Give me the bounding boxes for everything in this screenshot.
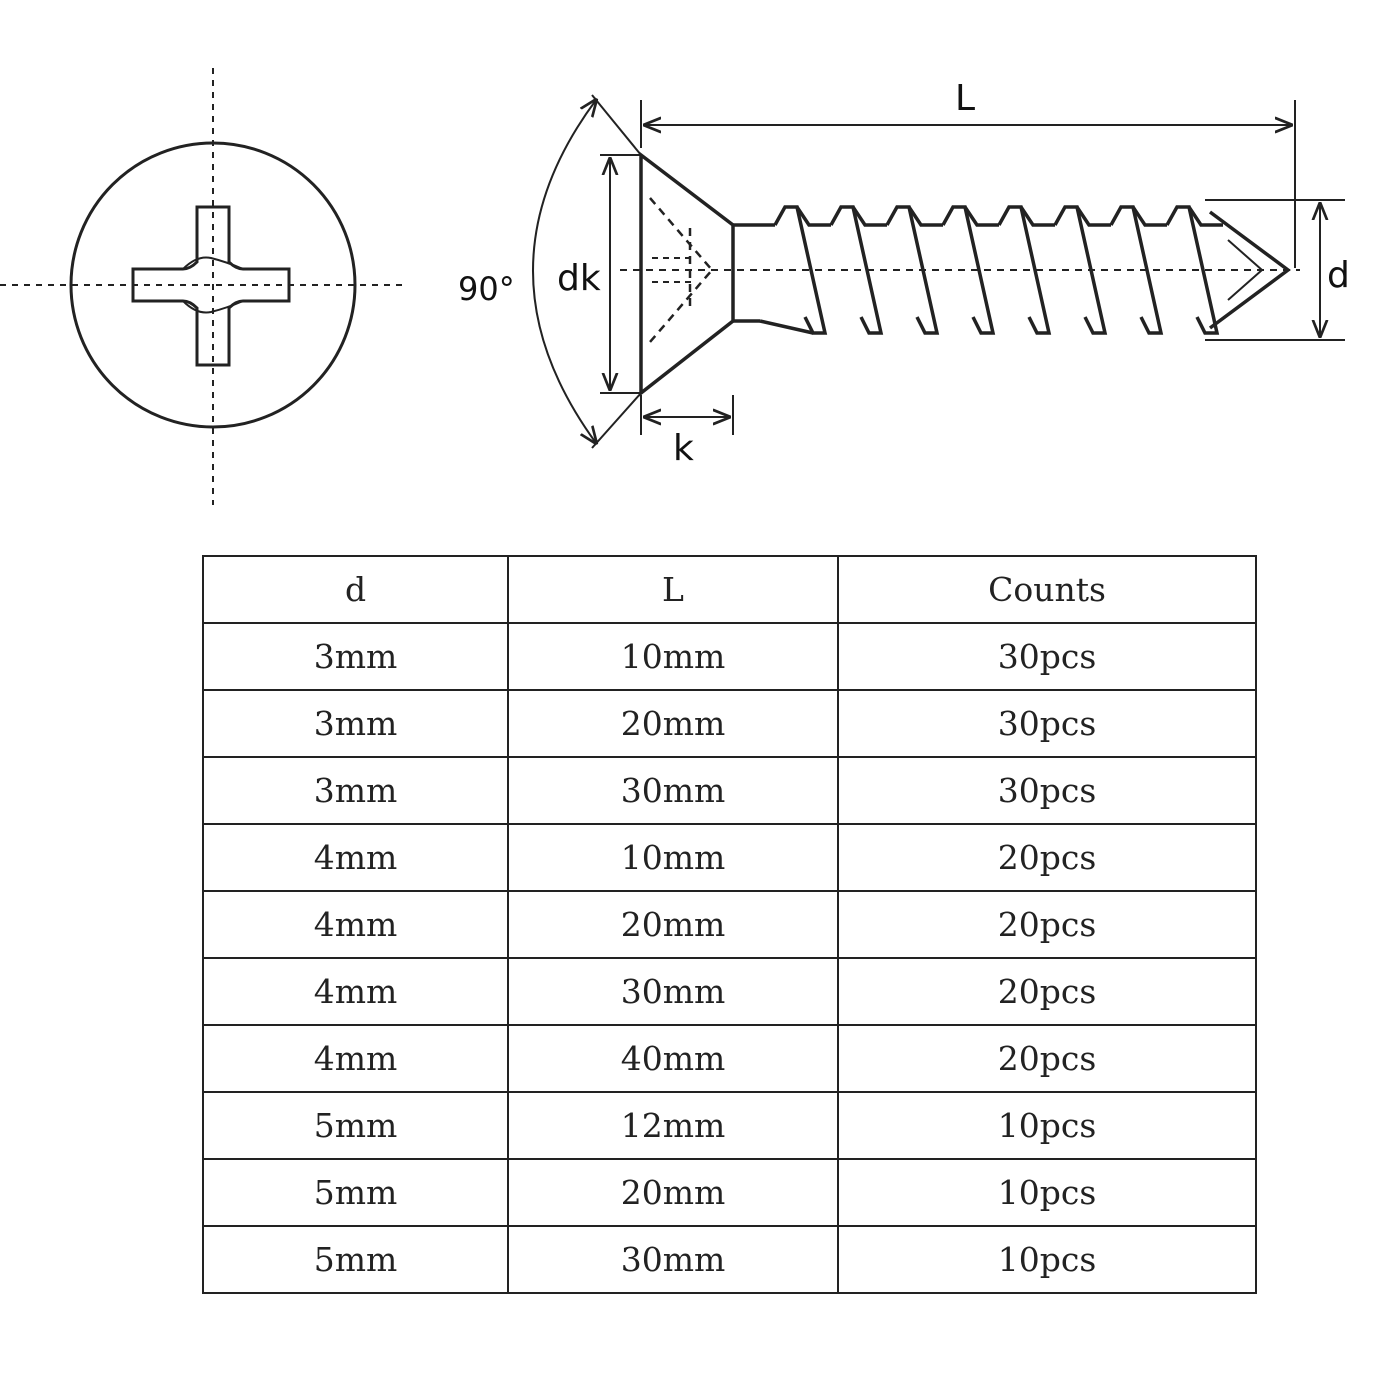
thread-root	[1187, 206, 1223, 227]
cell-counts: 30pcs	[837, 689, 1257, 758]
thread-root	[1019, 206, 1055, 227]
thread-start	[759, 319, 814, 335]
thread-crest	[1109, 205, 1164, 335]
table-row: 4mm 40mm 20pcs	[202, 1024, 1257, 1093]
head-top-view	[0, 68, 405, 505]
cell-diameter: 4mm	[202, 957, 509, 1026]
length-dimension	[640, 100, 1296, 268]
cell-length: 30mm	[507, 756, 839, 825]
cell-counts: 30pcs	[837, 756, 1257, 825]
thread-root	[851, 206, 887, 227]
cell-diameter: 5mm	[202, 1225, 509, 1294]
cell-diameter: 5mm	[202, 1091, 509, 1160]
cell-diameter: 3mm	[202, 689, 509, 758]
table-row: 4mm 20mm 20pcs	[202, 890, 1257, 959]
thread	[759, 205, 1223, 335]
thread-crest	[773, 205, 828, 335]
head-diameter-label: dk	[557, 258, 601, 299]
head-height-label: k	[673, 428, 694, 469]
head-angle-dimension	[532, 94, 642, 449]
diameter-label: d	[1327, 255, 1350, 296]
cell-counts: 20pcs	[837, 1024, 1257, 1093]
head-diameter-dimension	[600, 154, 640, 394]
thread-crest	[941, 205, 996, 335]
cell-diameter: 5mm	[202, 1158, 509, 1227]
thread-root	[907, 206, 943, 227]
table-row: 3mm 20mm 30pcs	[202, 689, 1257, 758]
thread-crest	[1053, 205, 1108, 335]
thread-crest	[1165, 205, 1220, 335]
length-label: L	[955, 78, 975, 119]
cell-length: 40mm	[507, 1024, 839, 1093]
thread-root	[795, 206, 831, 227]
table-row: 5mm 20mm 10pcs	[202, 1158, 1257, 1227]
cell-counts: 20pcs	[837, 823, 1257, 892]
cell-diameter: 4mm	[202, 823, 509, 892]
table-row: 4mm 30mm 20pcs	[202, 957, 1257, 1026]
header-counts: Counts	[837, 555, 1257, 624]
table-row: 5mm 30mm 10pcs	[202, 1225, 1257, 1294]
cross-recess-icon	[131, 205, 291, 367]
table-header-row: d L Counts	[202, 555, 1257, 624]
thread-crest	[885, 205, 940, 335]
cell-length: 20mm	[507, 1158, 839, 1227]
header-length: L	[507, 555, 839, 624]
cell-counts: 30pcs	[837, 622, 1257, 691]
head-height-dimension	[640, 395, 734, 435]
cell-counts: 20pcs	[837, 890, 1257, 959]
thread-crest	[829, 205, 884, 335]
cell-counts: 10pcs	[837, 1091, 1257, 1160]
cell-length: 10mm	[507, 823, 839, 892]
thread-crest	[997, 205, 1052, 335]
cell-length: 20mm	[507, 890, 839, 959]
diameter-dimension	[1205, 199, 1345, 341]
header-diameter: d	[202, 555, 509, 624]
spec-table: d L Counts 3mm 10mm 30pcs 3mm 20mm 30pcs…	[202, 555, 1257, 1294]
countersunk-head	[639, 151, 735, 397]
cell-diameter: 4mm	[202, 890, 509, 959]
thread-root	[1075, 206, 1111, 227]
cell-length: 30mm	[507, 957, 839, 1026]
cell-length: 10mm	[507, 622, 839, 691]
cell-diameter: 4mm	[202, 1024, 509, 1093]
cell-counts: 10pcs	[837, 1225, 1257, 1294]
screw-dimension-diagram: L dk d k 90°	[0, 68, 1350, 505]
cell-counts: 20pcs	[837, 957, 1257, 1026]
table-row: 4mm 10mm 20pcs	[202, 823, 1257, 892]
angle-label: 90°	[458, 270, 515, 308]
table-row: 5mm 12mm 10pcs	[202, 1091, 1257, 1160]
cell-length: 12mm	[507, 1091, 839, 1160]
table-row: 3mm 10mm 30pcs	[202, 622, 1257, 691]
thread-root	[1131, 206, 1167, 227]
thread-root	[963, 206, 999, 227]
table-row: 3mm 30mm 30pcs	[202, 756, 1257, 825]
cell-length: 20mm	[507, 689, 839, 758]
cell-diameter: 3mm	[202, 756, 509, 825]
cell-diameter: 3mm	[202, 622, 509, 691]
screw-side-view	[532, 94, 1345, 449]
cell-counts: 10pcs	[837, 1158, 1257, 1227]
cell-length: 30mm	[507, 1225, 839, 1294]
